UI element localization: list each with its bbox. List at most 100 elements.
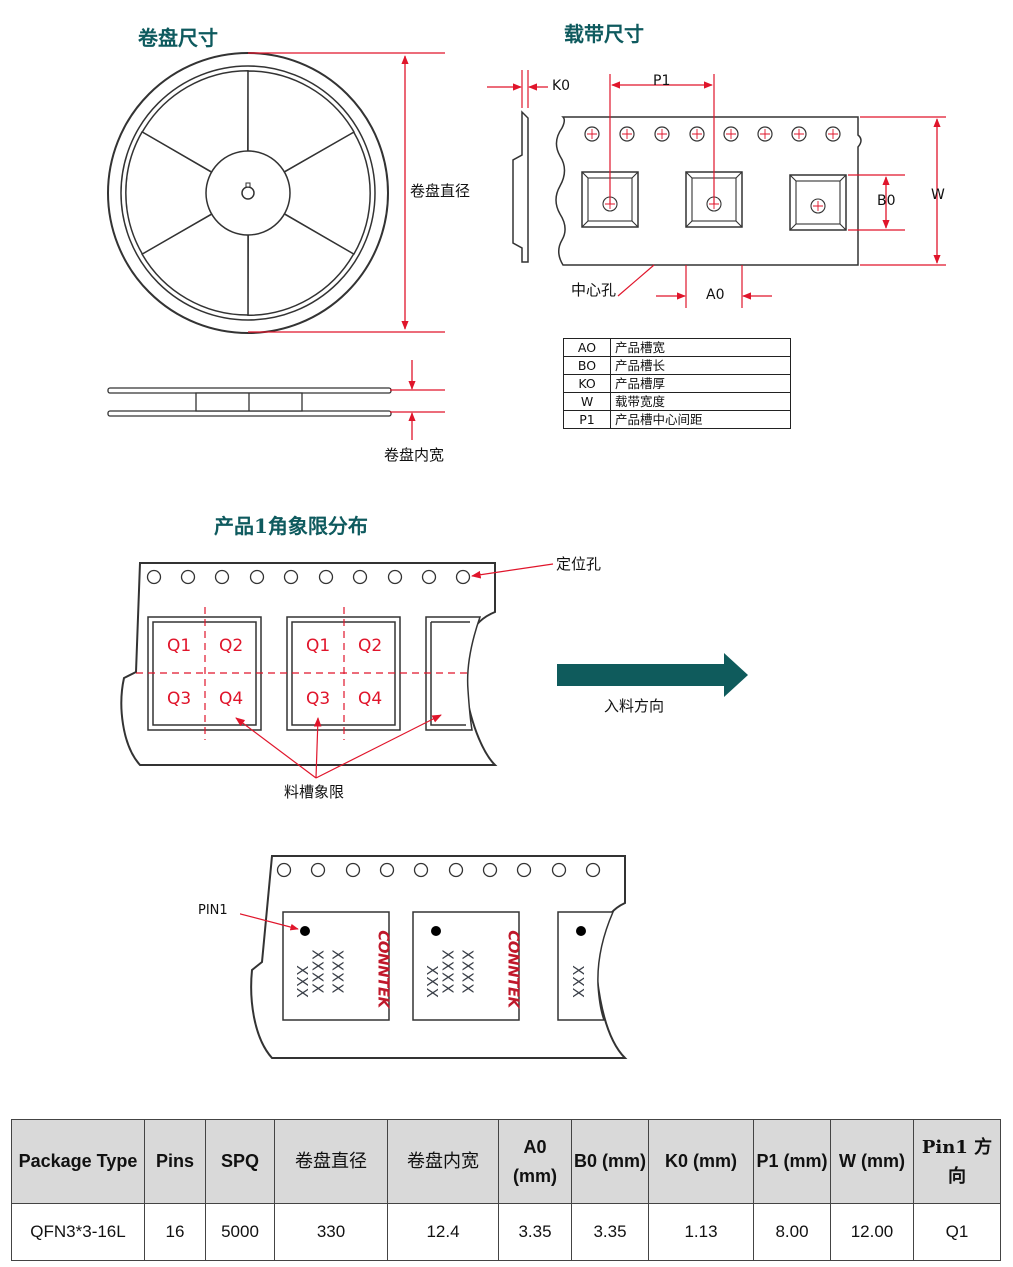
pin1-dot bbox=[300, 926, 310, 936]
cell-reel-inner-width: 12.4 bbox=[387, 1203, 499, 1261]
quadrant-q4-label: Q4 bbox=[219, 689, 244, 709]
pocket-quadrant-label: 料槽象限 bbox=[284, 783, 345, 801]
legend-code: KO bbox=[563, 374, 611, 393]
feed-direction-label: 入料方向 bbox=[604, 697, 665, 715]
legend-code: BO bbox=[563, 356, 611, 375]
sprocket-hole bbox=[345, 862, 361, 878]
quadrant-distribution-title: 产品1角象限分布 bbox=[214, 514, 368, 538]
reel-side-view bbox=[107, 360, 445, 440]
b0-label: B0 bbox=[877, 193, 896, 209]
sprocket-hole bbox=[146, 569, 162, 585]
cell-k0: 1.13 bbox=[648, 1203, 754, 1261]
header-p1: P1 (mm) bbox=[753, 1119, 831, 1204]
chip-brand: CONNTEK bbox=[374, 930, 393, 1008]
tape-side-profile bbox=[512, 110, 529, 263]
header-reel-diameter: 卷盘直径 bbox=[274, 1119, 388, 1204]
quadrant-leader-right bbox=[315, 714, 442, 779]
quadrant-q3-label: Q3 bbox=[306, 689, 331, 709]
quadrant-q4-label: Q4 bbox=[358, 689, 383, 709]
header-pin1-direction: Pin1 方向 bbox=[913, 1119, 1001, 1204]
cell-a0: 3.35 bbox=[498, 1203, 572, 1261]
quadrant-q2-label: Q2 bbox=[219, 636, 244, 656]
header-k0: K0 (mm) bbox=[648, 1119, 754, 1204]
legend-desc: 载带宽度 bbox=[610, 392, 791, 411]
sprocket-hole bbox=[421, 569, 437, 585]
quadrant-q2-label: Q2 bbox=[358, 636, 383, 656]
reel-dimensions-title: 卷盘尺寸 bbox=[138, 26, 218, 50]
chip-marking-line3: XXX bbox=[422, 965, 441, 999]
cell-reel-diameter: 330 bbox=[274, 1203, 388, 1261]
header-b0: B0 (mm) bbox=[571, 1119, 649, 1204]
reel-diameter-label: 卷盘直径 bbox=[410, 182, 471, 200]
chip-2-markings: CONNTEK XXXX XXXX XXX bbox=[417, 920, 523, 1015]
sprocket-hole bbox=[379, 862, 395, 878]
p1-label: P1 bbox=[653, 73, 671, 89]
sprocket-hole bbox=[318, 569, 334, 585]
a0-label: A0 bbox=[706, 287, 725, 303]
chip-1-markings: CONNTEK XXXX XXXX XXX bbox=[287, 920, 393, 1015]
carrier-tape-diagram bbox=[487, 70, 946, 308]
header-a0: A0 (mm) bbox=[498, 1119, 572, 1204]
chip-marking-line3: XXX bbox=[292, 965, 311, 999]
legend-desc: 产品槽长 bbox=[610, 356, 791, 375]
quadrant-tape-diagram bbox=[120, 562, 748, 779]
legend-code: W bbox=[563, 392, 611, 411]
chip-3-partial bbox=[557, 911, 615, 1021]
chip-brand: CONNTEK bbox=[504, 930, 523, 1008]
header-reel-inner-width: 卷盘内宽 bbox=[387, 1119, 499, 1204]
chip-marking-line2: XXXX bbox=[438, 949, 457, 995]
header-pins: Pins bbox=[144, 1119, 206, 1204]
chip-3-marking-line3: XXX bbox=[568, 965, 587, 999]
feed-direction-arrow bbox=[557, 653, 748, 697]
cell-pin1-direction: Q1 bbox=[913, 1203, 1001, 1261]
spec-header-row: Package Type Pins SPQ 卷盘直径 卷盘内宽 A0 (mm) … bbox=[11, 1119, 1001, 1204]
quadrant-leader-left bbox=[235, 717, 317, 779]
quadrant-q1-label: Q1 bbox=[306, 636, 331, 656]
sprocket-hole bbox=[482, 862, 498, 878]
chip-marking-line1: XXXX bbox=[328, 949, 347, 995]
quadrant-q3-label: Q3 bbox=[167, 689, 192, 709]
tape-dimensions-title: 载带尺寸 bbox=[564, 22, 644, 46]
reel-center-hole bbox=[241, 186, 255, 200]
legend-code: P1 bbox=[563, 410, 611, 429]
cell-spq: 5000 bbox=[205, 1203, 275, 1261]
header-spq: SPQ bbox=[205, 1119, 275, 1204]
pin1-leader bbox=[240, 913, 299, 931]
center-hole-label: 中心孔 bbox=[571, 281, 617, 299]
cell-b0: 3.35 bbox=[571, 1203, 649, 1261]
sprocket-hole bbox=[387, 569, 403, 585]
spec-data-row: QFN3*3-16L 16 5000 330 12.4 3.35 3.35 1.… bbox=[11, 1203, 1001, 1261]
w-label: W bbox=[931, 187, 945, 203]
header-package-type: Package Type bbox=[11, 1119, 145, 1204]
legend-desc: 产品槽厚 bbox=[610, 374, 791, 393]
sprocket-hole bbox=[276, 862, 292, 878]
k0-label: K0 bbox=[552, 78, 571, 94]
cell-w: 12.00 bbox=[830, 1203, 914, 1261]
sprocket-hole bbox=[214, 569, 230, 585]
header-w: W (mm) bbox=[830, 1119, 914, 1204]
locating-hole-leader bbox=[471, 563, 554, 579]
locating-hole bbox=[455, 569, 471, 585]
sprocket-hole bbox=[283, 569, 299, 585]
pin1-label: PIN1 bbox=[198, 903, 228, 918]
legend-code: AO bbox=[563, 338, 611, 357]
sprocket-hole bbox=[249, 569, 265, 585]
chip-marking-line2: XXXX bbox=[308, 949, 327, 995]
chip-2 bbox=[412, 911, 520, 1021]
sprocket-hole bbox=[310, 862, 326, 878]
legend-desc: 产品槽宽 bbox=[610, 338, 791, 357]
legend-desc: 产品槽中心间距 bbox=[610, 410, 791, 429]
reel-inner-width-label: 卷盘内宽 bbox=[384, 446, 445, 464]
sprocket-hole bbox=[551, 862, 567, 878]
pin1-dot bbox=[576, 926, 586, 936]
sprocket-hole bbox=[413, 862, 429, 878]
sprocket-hole bbox=[180, 569, 196, 585]
cell-pins: 16 bbox=[144, 1203, 206, 1261]
cell-p1: 8.00 bbox=[753, 1203, 831, 1261]
quadrant-q1-label: Q1 bbox=[167, 636, 192, 656]
